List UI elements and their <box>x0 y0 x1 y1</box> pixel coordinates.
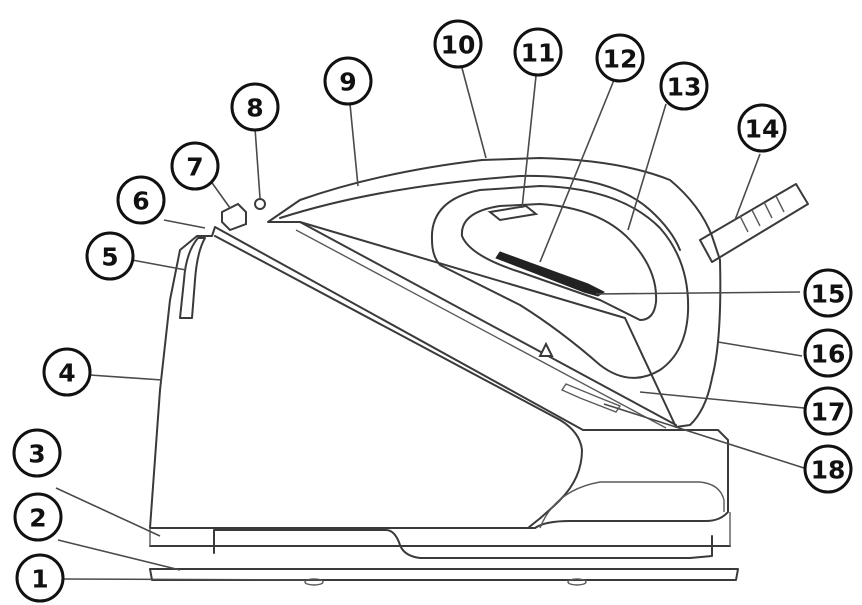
callout-label: 9 <box>339 68 356 97</box>
leader-7 <box>209 179 231 209</box>
callout-circle <box>433 19 483 69</box>
callout-18: 18 <box>803 444 853 494</box>
leader-18 <box>603 403 805 469</box>
callout-circle <box>170 141 220 191</box>
water-tank <box>179 237 206 319</box>
callout-8: 8 <box>230 82 280 132</box>
leader-14 <box>734 153 761 221</box>
callout-17: 17 <box>803 386 853 436</box>
callout-label: 2 <box>29 504 46 533</box>
station-body <box>149 226 729 529</box>
iron-sole-line <box>299 221 677 426</box>
iron-handle <box>279 174 681 251</box>
callout-label: 18 <box>811 456 846 485</box>
cord-guard-ribs <box>739 195 785 233</box>
station-rear-cradle <box>539 481 725 529</box>
callout-16: 16 <box>803 328 853 378</box>
handle-grip-outer <box>430 185 690 379</box>
callout-circle <box>803 268 853 318</box>
callout-2: 2 <box>13 492 63 542</box>
foot-left <box>304 578 324 586</box>
callout-circle <box>15 553 65 603</box>
leader-8 <box>254 127 261 199</box>
callout-circle <box>323 56 373 106</box>
callout-7: 7 <box>170 141 220 191</box>
leader-13 <box>627 103 667 231</box>
callout-circle <box>803 386 853 436</box>
callout-circle <box>42 347 92 397</box>
callout-circle <box>116 175 166 225</box>
callout-label: 6 <box>132 187 149 216</box>
callout-14: 14 <box>737 103 787 153</box>
leader-10 <box>461 67 487 159</box>
storage-tray <box>213 529 713 559</box>
callout-circle <box>803 328 853 378</box>
leader-15 <box>595 291 801 295</box>
callout-15: 15 <box>803 268 853 318</box>
leader-12 <box>539 79 615 263</box>
tank-release-button <box>221 202 247 232</box>
station-lamp <box>560 383 622 413</box>
callout-circle <box>230 82 280 132</box>
lock-knob <box>254 198 266 210</box>
callout-label: 1 <box>31 565 48 594</box>
leader-lines <box>55 67 805 581</box>
callout-9: 9 <box>323 56 373 106</box>
callout-label: 14 <box>745 115 780 144</box>
callout-label: 17 <box>811 398 846 427</box>
leader-4 <box>89 374 163 381</box>
leader-6 <box>163 219 206 229</box>
callout-4: 4 <box>42 347 92 397</box>
steam-trigger <box>487 204 539 222</box>
callout-label: 8 <box>246 94 263 123</box>
hot-surface-warning-icon <box>538 341 554 357</box>
callout-circle <box>803 444 853 494</box>
callout-label: 11 <box>521 39 556 68</box>
callout-12: 12 <box>595 33 645 83</box>
iron-body <box>267 157 722 428</box>
callout-circle <box>513 27 563 77</box>
foot-right <box>567 578 587 586</box>
callout-3: 3 <box>12 428 62 478</box>
callout-circle <box>13 492 63 542</box>
leader-9 <box>349 103 359 187</box>
callout-circle <box>659 61 709 111</box>
leader-11 <box>521 75 537 209</box>
callout-11: 11 <box>513 27 563 77</box>
iron-sole-line-2 <box>295 229 667 429</box>
callout-circle <box>595 33 645 83</box>
callout-label: 12 <box>603 45 638 74</box>
leader-16 <box>717 341 803 357</box>
leader-5 <box>131 259 187 271</box>
callout-circle <box>85 231 135 281</box>
callout-markers: 1 2 3 4 5 6 7 8 <box>12 19 853 603</box>
callout-label: 7 <box>186 153 203 182</box>
callout-label: 3 <box>28 440 45 469</box>
callout-5: 5 <box>85 231 135 281</box>
callout-circle <box>12 428 62 478</box>
callout-label: 13 <box>667 73 702 102</box>
station-front-curve <box>214 235 583 529</box>
leader-17 <box>639 391 805 409</box>
callout-label: 4 <box>58 359 75 388</box>
callout-1: 1 <box>15 553 65 603</box>
callout-circle <box>737 103 787 153</box>
callout-label: 5 <box>101 243 118 272</box>
leader-3 <box>55 487 161 537</box>
leader-1 <box>59 578 321 581</box>
callout-label: 16 <box>811 340 846 369</box>
base-plate <box>149 568 739 581</box>
callout-label: 10 <box>441 31 476 60</box>
callout-6: 6 <box>116 175 166 225</box>
steam-key <box>495 251 605 297</box>
handle-grip-inner <box>460 203 658 321</box>
callout-10: 10 <box>433 19 483 69</box>
iron-line-drawing <box>149 157 809 586</box>
leader-2 <box>57 539 181 571</box>
callout-13: 13 <box>659 61 709 111</box>
callout-label: 15 <box>811 280 846 309</box>
